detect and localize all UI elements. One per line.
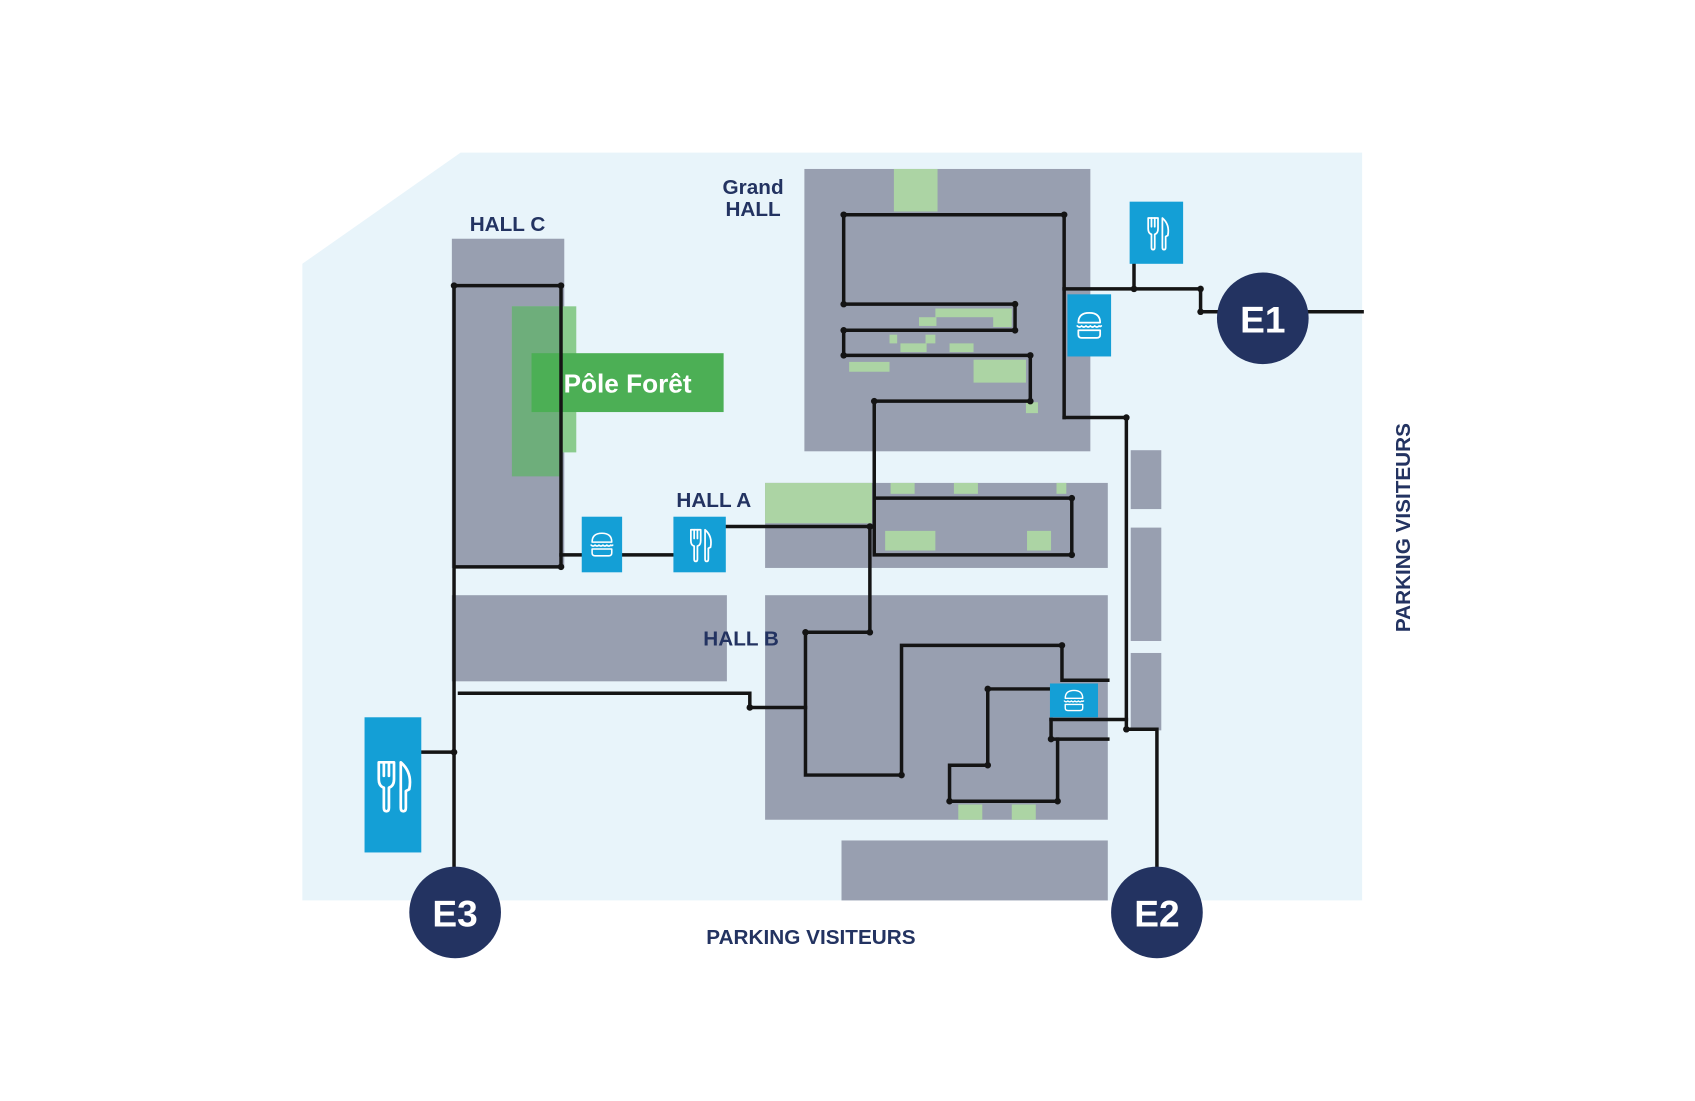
entrance-e3-label: E3 bbox=[432, 893, 477, 935]
entrance-e1-label: E1 bbox=[1240, 299, 1285, 341]
entrance-e3[interactable]: E3 bbox=[409, 866, 501, 959]
buildings bbox=[451, 168, 1162, 901]
entrance-e1[interactable]: E1 bbox=[1216, 272, 1309, 365]
snack-marker-hall-c[interactable] bbox=[581, 516, 623, 573]
hall-a-label: HALL A bbox=[676, 489, 751, 512]
hall-b-label: HALL B bbox=[703, 627, 779, 650]
parking-bottom-label: PARKING VISITEURS bbox=[706, 926, 915, 949]
entrance-e2-label: E2 bbox=[1134, 893, 1179, 935]
snack-marker-grand-hall[interactable] bbox=[1067, 294, 1112, 357]
annex-west-building[interactable] bbox=[451, 595, 727, 682]
entrance-e2[interactable]: E2 bbox=[1111, 866, 1203, 959]
grand-hall-label-line1: Grand bbox=[723, 176, 784, 199]
annex-east-building-1[interactable] bbox=[1130, 450, 1162, 510]
parking-right-label: PARKING VISITEURS bbox=[1392, 423, 1415, 632]
grand-hall-label-line2: HALL bbox=[725, 198, 781, 221]
restaurant-marker-hall-a[interactable] bbox=[673, 516, 726, 573]
pole-foret-zone[interactable]: Pôle Forêt bbox=[511, 306, 724, 477]
restaurant-marker-e1[interactable] bbox=[1129, 201, 1184, 264]
snack-marker-hall-b[interactable] bbox=[1049, 683, 1098, 718]
annex-east-building-2[interactable] bbox=[1130, 527, 1162, 641]
restaurant-marker-e3[interactable] bbox=[364, 717, 422, 853]
annex-east-building-3[interactable] bbox=[1130, 652, 1162, 731]
pole-foret-label: Pôle Forêt bbox=[564, 368, 692, 398]
annex-south-building[interactable] bbox=[841, 840, 1108, 901]
hall-c-label: HALL C bbox=[470, 213, 546, 236]
path-nodes bbox=[450, 211, 1204, 805]
green-zones bbox=[765, 168, 1067, 820]
